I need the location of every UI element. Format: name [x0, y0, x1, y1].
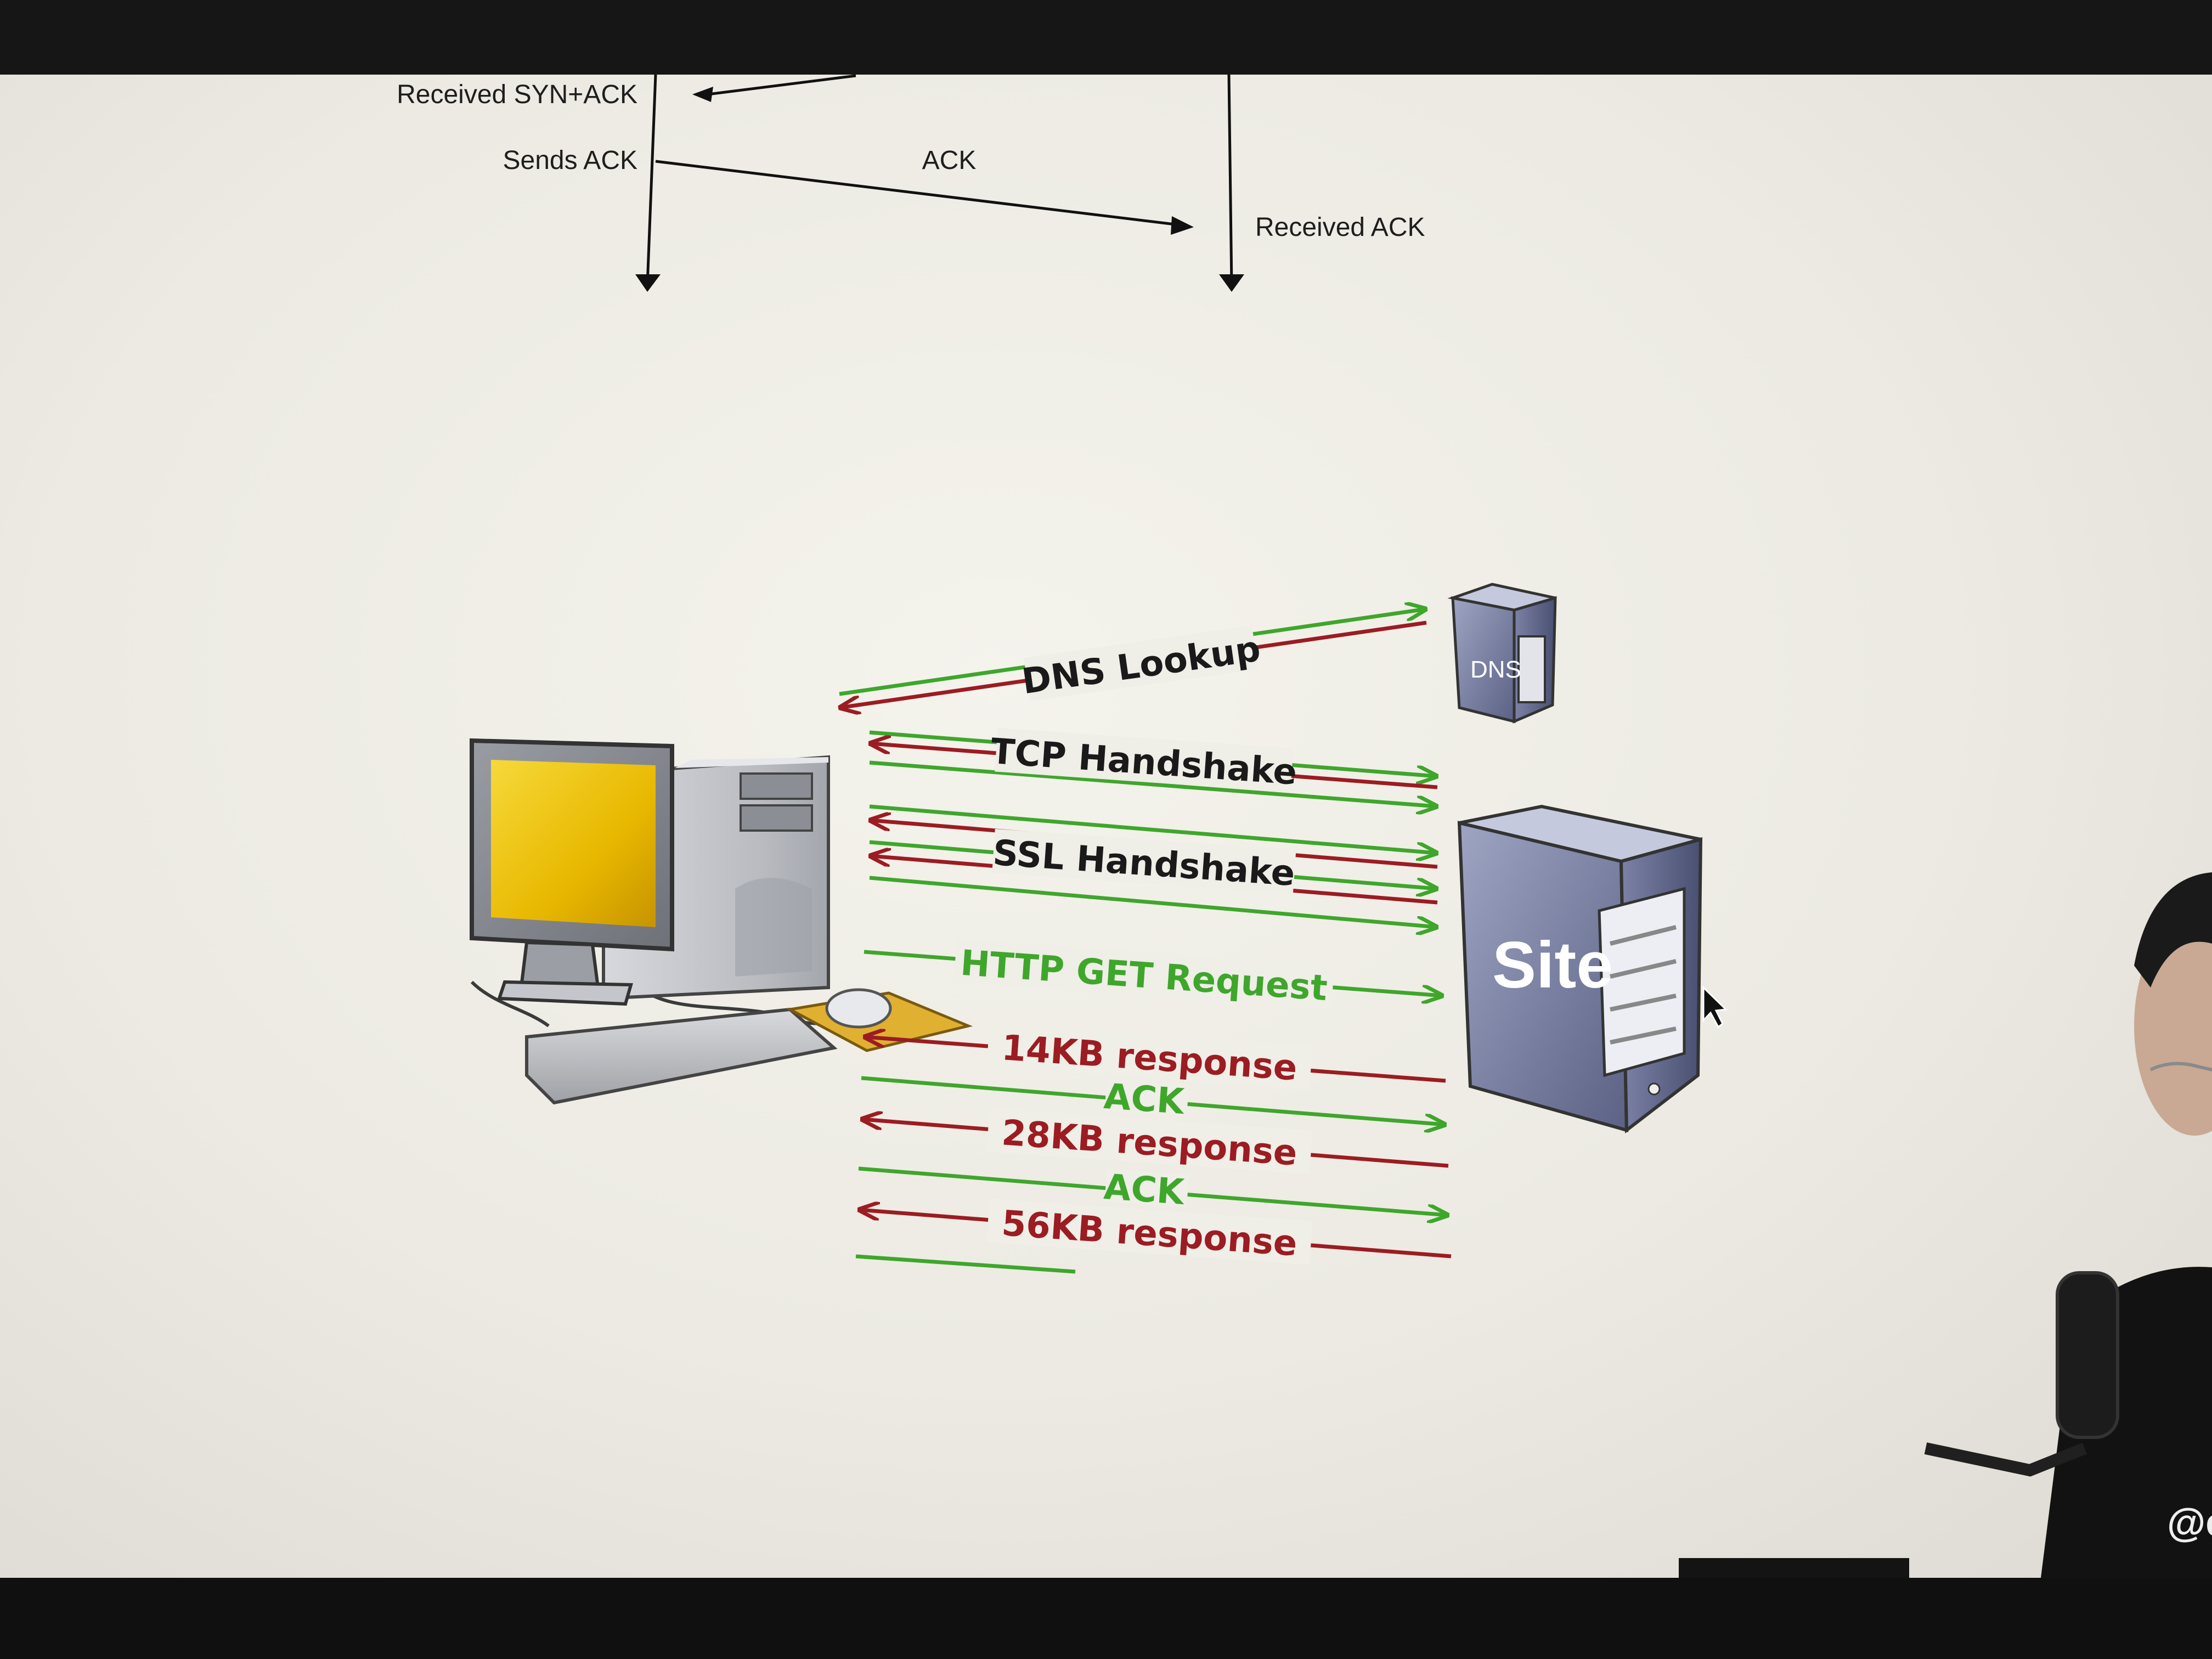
client-lifeline-arrowhead — [635, 274, 661, 292]
microphone — [2056, 1271, 2119, 1439]
monitor-bezel — [0, 1578, 2212, 1659]
ack-3-partial-arrow — [855, 1254, 1076, 1274]
client-lifeline — [645, 74, 657, 286]
ssl-arrow-1 — [869, 804, 1437, 853]
keyboard — [525, 1007, 838, 1105]
monitor — [470, 738, 674, 1006]
mouse — [825, 988, 892, 1029]
flow-labels: DNS Lookup TCP Handshake SSL Handshake H… — [953, 625, 1335, 1265]
keyboard-cable — [470, 980, 550, 1028]
presenter-webcam-overlay: @er — [1679, 872, 2212, 1578]
ack-arrow — [655, 160, 1180, 227]
ssl-arrow-5 — [869, 876, 1437, 927]
tcp-ack-arrow — [869, 760, 1437, 806]
sequence-diagram: Received SYN+ACK Sends ACK ACK Received … — [397, 74, 1425, 292]
site-server-label: Site — [1492, 928, 1613, 1002]
ack-message-label: ACK — [922, 146, 977, 175]
site-server-icon: Site — [1457, 804, 1703, 1133]
ack-1-label: ACK — [1103, 1076, 1187, 1122]
dns-server-icon: DNS — [1447, 583, 1557, 724]
monitor-screen — [491, 760, 656, 927]
received-syn-ack-label: Received SYN+ACK — [397, 80, 637, 109]
presenter-glasses — [2149, 1062, 2212, 1071]
syn-ack-arrow — [707, 74, 856, 96]
client-computer-illustration — [470, 738, 973, 1105]
received-ack-label: Received ACK — [1255, 213, 1425, 242]
syn-ack-arrowhead — [692, 87, 713, 102]
microphone-arm — [1924, 1442, 2087, 1477]
dns-lookup-label: DNS Lookup — [1019, 629, 1263, 702]
presenter-hair — [2134, 872, 2212, 988]
microphone-stand-base — [1679, 1558, 1909, 1578]
ack-2-label: ACK — [1103, 1167, 1187, 1213]
server-lifeline-arrowhead — [1219, 274, 1244, 292]
sends-ack-label: Sends ACK — [503, 146, 637, 175]
dns-server-label: DNS — [1470, 656, 1521, 683]
mouse-cursor-icon — [1702, 985, 1728, 1029]
server-lifeline — [1227, 74, 1234, 286]
ack-arrowhead — [1171, 216, 1194, 235]
channel-watermark: @er — [2167, 1501, 2212, 1545]
